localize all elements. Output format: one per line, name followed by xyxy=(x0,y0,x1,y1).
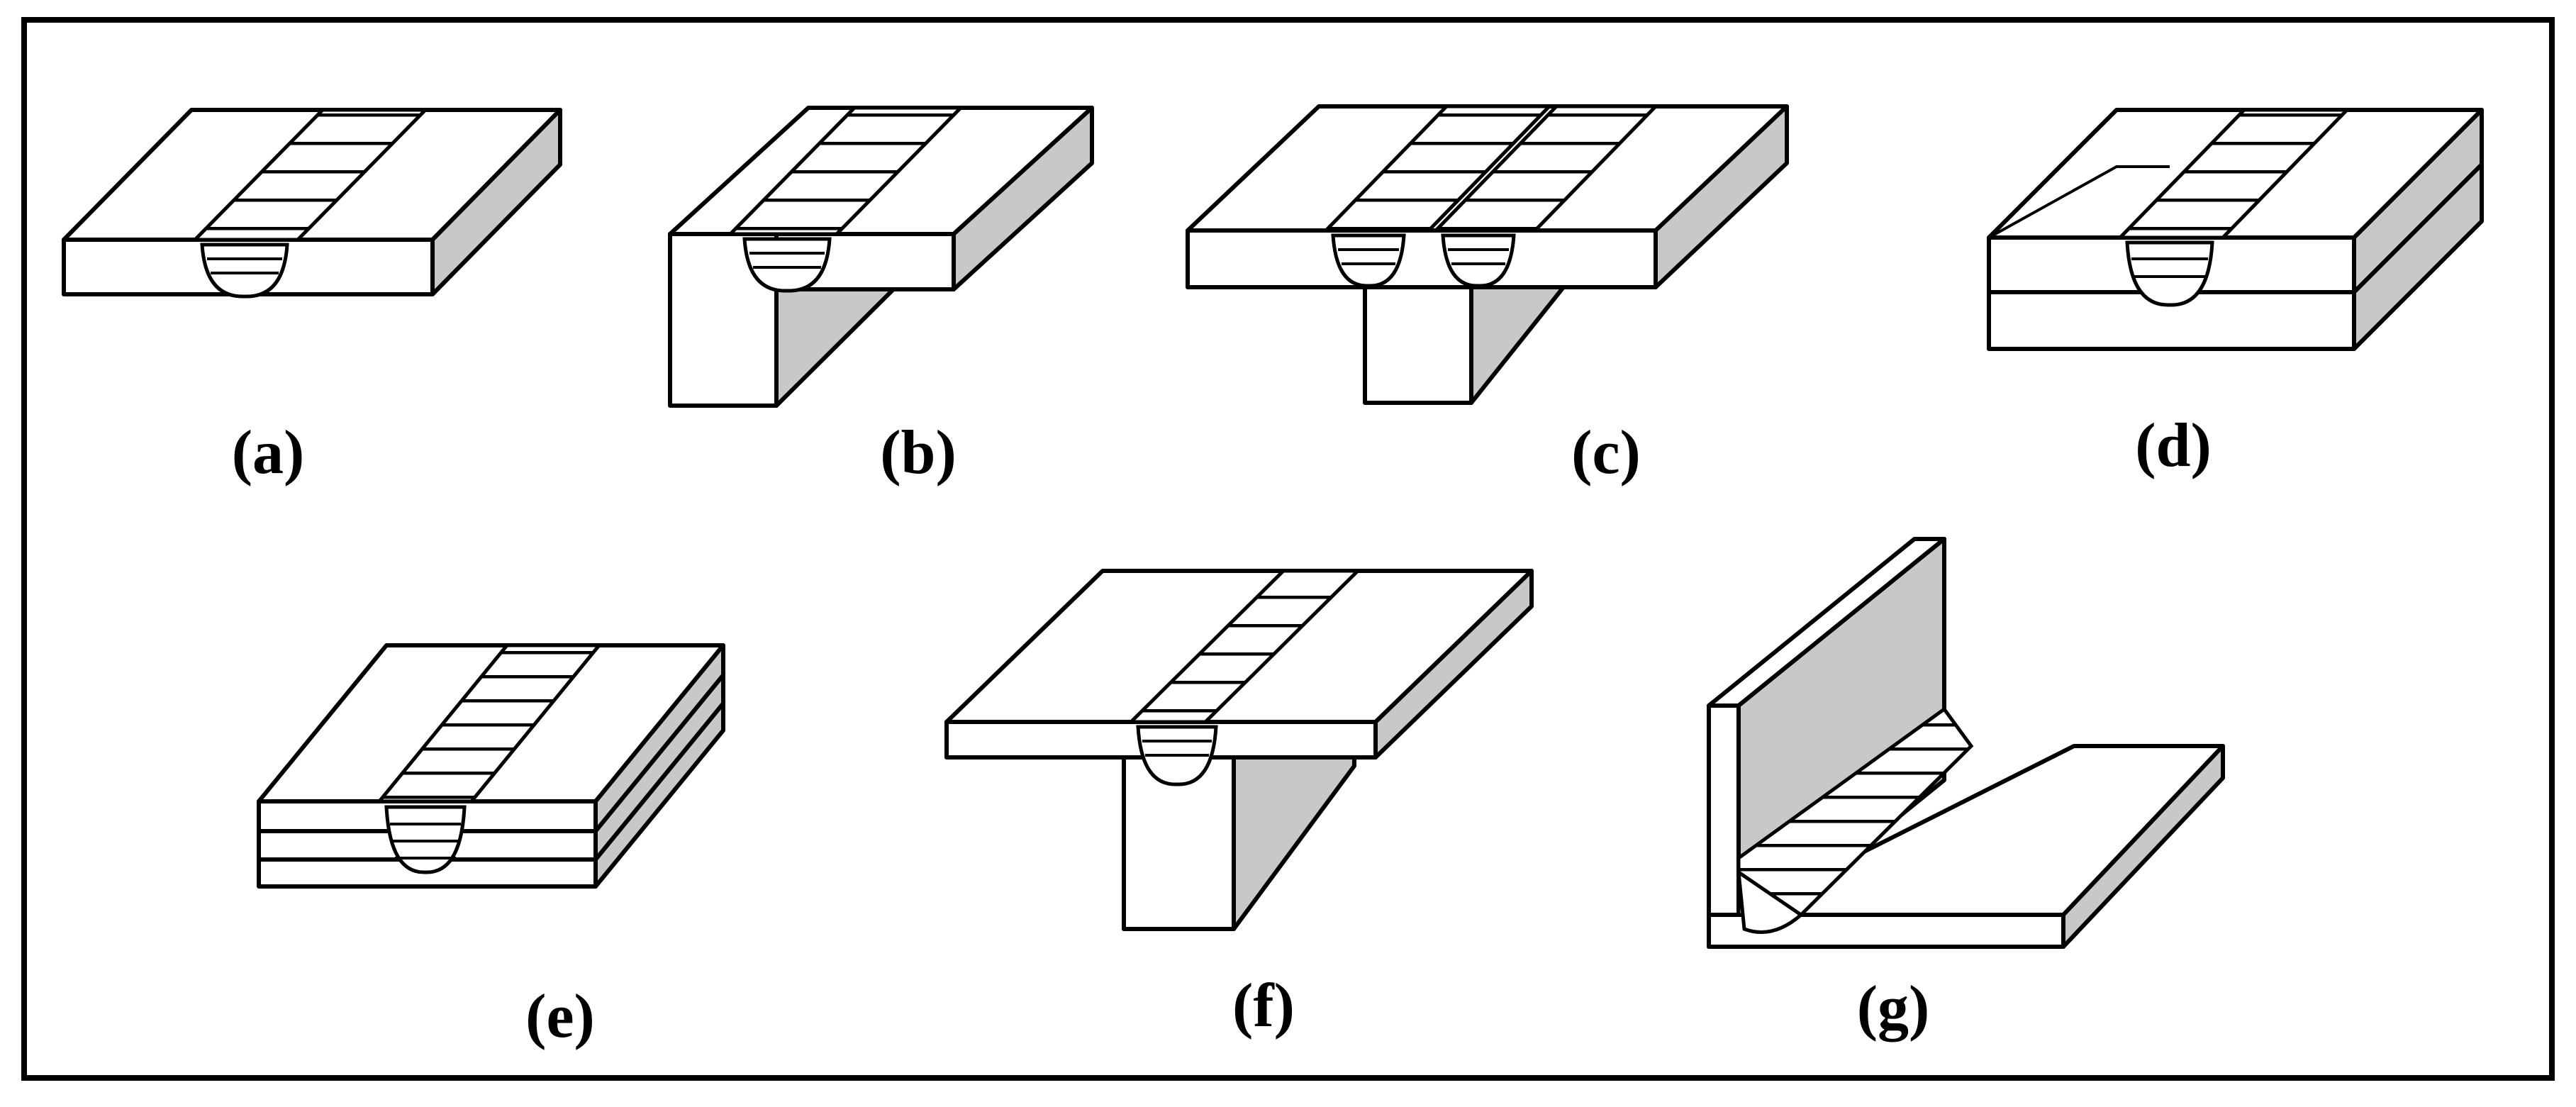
weld-seam xyxy=(375,643,603,803)
panel-label-b: (b) xyxy=(880,418,957,487)
weld-bead-left xyxy=(1331,233,1406,288)
panel-label-g: (g) xyxy=(1857,974,1930,1042)
weld-bead-right xyxy=(1441,233,1516,288)
weld-bead xyxy=(1736,868,1805,934)
panel-g-fillet-joint xyxy=(1707,537,2225,949)
weld-seam xyxy=(2116,108,2351,240)
weld-seam xyxy=(726,106,965,236)
weld-seam xyxy=(1736,706,1974,917)
weld-seam xyxy=(191,108,430,242)
panel-a-butt-joint xyxy=(62,108,562,299)
panel-label-c: (c) xyxy=(1571,418,1641,487)
panel-d-lap-joint xyxy=(1987,108,2484,351)
weld-seam-left xyxy=(1322,104,1554,233)
panel-label-f: (f) xyxy=(1232,972,1295,1040)
weld-seam-right xyxy=(1432,104,1660,233)
panel-label-e: (e) xyxy=(525,982,595,1051)
panel-f-t-joint xyxy=(944,569,1534,931)
panel-label-d: (d) xyxy=(2135,411,2212,480)
panel-b-corner-joint xyxy=(668,106,1094,408)
panel-label-a: (a) xyxy=(232,418,305,487)
panel-e-multi-plate-joint xyxy=(257,643,725,889)
panel-c-double-joint xyxy=(1186,104,1789,405)
figure-border xyxy=(21,17,2555,1081)
weld-seam xyxy=(1126,569,1363,724)
